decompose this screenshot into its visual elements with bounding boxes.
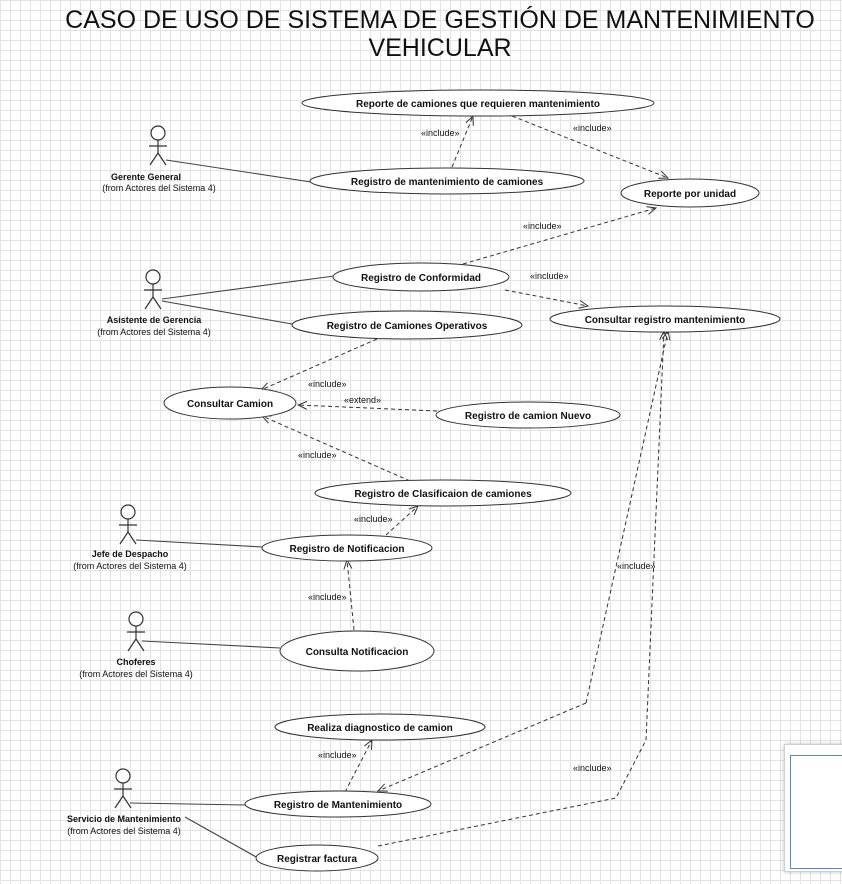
use-case-label: Registro de Clasificaion de camiones	[354, 489, 532, 500]
actor-servicio-mantenimiento[interactable]	[114, 768, 132, 809]
use-case-registro-mantenimiento-camiones[interactable]: Registro de mantenimiento de camiones	[309, 167, 585, 195]
label-include-10: «include»	[318, 750, 357, 760]
use-case-consultar-camion[interactable]: Consultar Camion	[163, 386, 297, 420]
use-case-realiza-diagnostico[interactable]: Realiza diagnostico de camion	[274, 713, 486, 741]
label-include-5: «include»	[308, 379, 347, 389]
assoc-asistente-operativos	[161, 300, 293, 325]
associations	[129, 159, 335, 859]
actor-from: (from Actores del Sistema 4)	[97, 327, 211, 337]
minimap-viewport[interactable]	[790, 755, 842, 869]
assoc-servicio-factura	[184, 816, 259, 859]
dep-conformidad-to-unidad	[462, 208, 656, 265]
actor-name: Servicio de Mantenimiento	[67, 814, 182, 824]
diagram-minimap[interactable]	[784, 744, 842, 872]
actor-name: Jefe de Despacho	[92, 549, 169, 559]
dependencies	[261, 116, 668, 847]
use-case-label: Realiza diagnostico de camion	[307, 723, 453, 734]
use-case-registro-camion-nuevo[interactable]: Registro de camion Nuevo	[435, 401, 621, 429]
dep-factura-to-consultar	[377, 331, 664, 847]
label-include-3: «include»	[523, 221, 562, 231]
label-include-6: «include»	[298, 450, 337, 460]
actor-icon	[150, 125, 166, 141]
use-case-label: Registro de camion Nuevo	[465, 411, 591, 422]
dep-mantenimiento-to-consultar	[585, 331, 668, 704]
use-case-label: Registro de Notificacion	[289, 544, 404, 555]
dep-consulta-to-notificacion	[347, 560, 355, 631]
label-include-8: «include»	[617, 561, 656, 571]
actor-icon	[115, 768, 131, 784]
use-case-registro-notificacion[interactable]: Registro de Notificacion	[261, 534, 433, 562]
label-include-2: «include»	[573, 123, 612, 133]
dep-mantenimiento-to-diagnostico	[344, 740, 372, 793]
actor-jefe-despacho[interactable]	[119, 504, 137, 545]
dep-clasificacion-to-camion	[262, 416, 411, 482]
assoc-choferes-consulta	[141, 640, 281, 649]
assoc-gerente-registro-mant	[165, 159, 312, 183]
use-case-label: Registro de Camiones Operativos	[327, 321, 488, 332]
label-include-9: «include»	[308, 592, 347, 602]
use-case-label: Registrar factura	[277, 854, 357, 865]
actor-icon	[145, 269, 161, 285]
use-case-label: Reporte de camiones que requieren manten…	[356, 99, 600, 110]
diagram-title: CASO DE USO DE SISTEMA DE GESTIÓN DE MAN…	[40, 6, 840, 62]
assoc-servicio-mantenimiento	[129, 802, 247, 806]
dep-nuevo-to-camion	[298, 405, 438, 412]
use-case-label: Registro de Conformidad	[361, 273, 481, 284]
use-case-label: Registro de Mantenimiento	[274, 800, 402, 811]
dep-conformidad-to-consultar	[504, 289, 588, 306]
actor-choferes[interactable]	[127, 611, 145, 652]
use-case-registro-conformidad[interactable]: Registro de Conformidad	[332, 262, 510, 292]
label-extend-1: «extend»	[344, 395, 381, 405]
dep-mantenimiento-to-consultar-tail	[378, 702, 587, 791]
dep-operativos-to-camion	[261, 338, 378, 390]
dep-regmant-to-reporte	[451, 116, 473, 168]
use-case-consulta-notificacion[interactable]: Consulta Notificacion	[279, 630, 435, 672]
actor-asistente-gerencia[interactable]	[144, 269, 162, 310]
use-case-registro-mantenimiento[interactable]: Registro de Mantenimiento	[244, 790, 432, 818]
use-case-label: Reporte por unidad	[644, 189, 736, 200]
use-case-label: Registro de mantenimiento de camiones	[351, 177, 544, 188]
use-case-label: Consultar Camion	[187, 399, 273, 410]
actor-from: (from Actores del Sistema 4)	[67, 826, 181, 836]
assoc-asistente-conformidad	[161, 275, 335, 300]
actor-name: Asistente de Gerencia	[107, 315, 203, 325]
actor-from: (from Actores del Sistema 4)	[79, 669, 193, 679]
actor-gerente-general[interactable]	[149, 125, 167, 166]
use-case-registro-clasificacion[interactable]: Registro de Clasificaion de camiones	[314, 479, 572, 507]
label-include-4: «include»	[530, 271, 569, 281]
use-case-label: Consulta Notificacion	[306, 647, 409, 658]
stereotype-labels: «include» «include» «include» «include» …	[298, 123, 656, 773]
actor-from: (from Actores del Sistema 4)	[102, 183, 216, 193]
title-line-1: CASO DE USO DE SISTEMA DE GESTIÓN DE MAN…	[65, 6, 815, 34]
use-case-registro-camiones-operativos[interactable]: Registro de Camiones Operativos	[291, 310, 523, 340]
use-case-label: Consultar registro mantenimiento	[585, 315, 746, 326]
use-case-reporte-por-unidad[interactable]: Reporte por unidad	[620, 178, 760, 208]
assoc-jefe-notificacion	[135, 539, 263, 548]
use-case-registrar-factura[interactable]: Registrar factura	[255, 844, 379, 872]
actor-from: (from Actores del Sistema 4)	[73, 561, 187, 571]
use-case-reporte-camiones[interactable]: Reporte de camiones que requieren manten…	[301, 89, 655, 117]
actor-icon	[120, 504, 136, 520]
title-line-2: VEHICULAR	[368, 34, 512, 62]
label-include-11: «include»	[573, 763, 612, 773]
actor-name: Choferes	[116, 657, 155, 667]
actor-icon	[128, 611, 144, 627]
dep-notificacion-to-clasificacion	[385, 506, 418, 536]
actor-name: Gerente General	[111, 172, 181, 182]
label-include-7: «include»	[354, 514, 393, 524]
label-include-1: «include»	[421, 128, 460, 138]
use-case-consultar-registro-mantenimiento[interactable]: Consultar registro mantenimiento	[549, 305, 781, 333]
